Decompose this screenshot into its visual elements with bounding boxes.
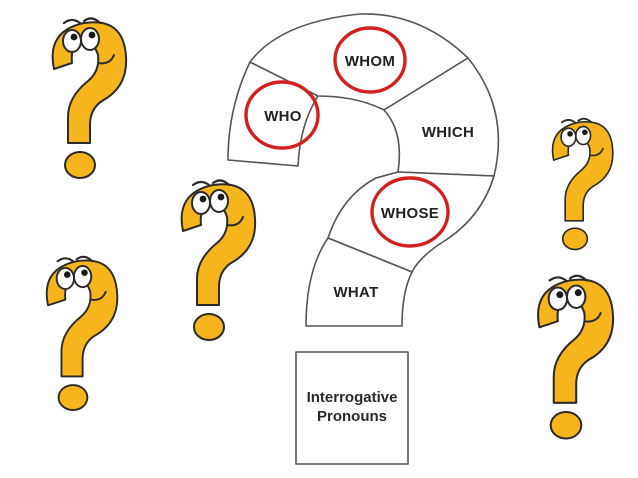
label-who: WHO bbox=[264, 108, 302, 125]
caption-line-2: Pronouns bbox=[317, 408, 387, 425]
caption-line-1: Interrogative bbox=[307, 389, 398, 406]
highlight-ring-whom bbox=[333, 26, 407, 94]
label-whose: WHOSE bbox=[381, 205, 439, 222]
segment-whose bbox=[327, 171, 495, 273]
segment-whom bbox=[249, 13, 469, 111]
question-mark-mascot-icon bbox=[45, 255, 119, 412]
question-mark-mascot-icon bbox=[51, 17, 128, 180]
question-mark-mascot-icon bbox=[536, 274, 615, 440]
question-mark-diagram bbox=[227, 13, 500, 465]
segment-what bbox=[305, 237, 413, 327]
label-whom: WHOM bbox=[345, 53, 395, 70]
label-what: WHAT bbox=[333, 284, 378, 301]
label-which: WHICH bbox=[422, 124, 474, 141]
question-mark-mascot-icon bbox=[551, 117, 614, 251]
question-mark-mascot-icon bbox=[180, 179, 257, 342]
segment-who bbox=[227, 61, 319, 167]
highlight-ring-who bbox=[244, 80, 320, 150]
caption-box bbox=[295, 351, 409, 465]
highlight-ring-whose bbox=[370, 176, 450, 248]
